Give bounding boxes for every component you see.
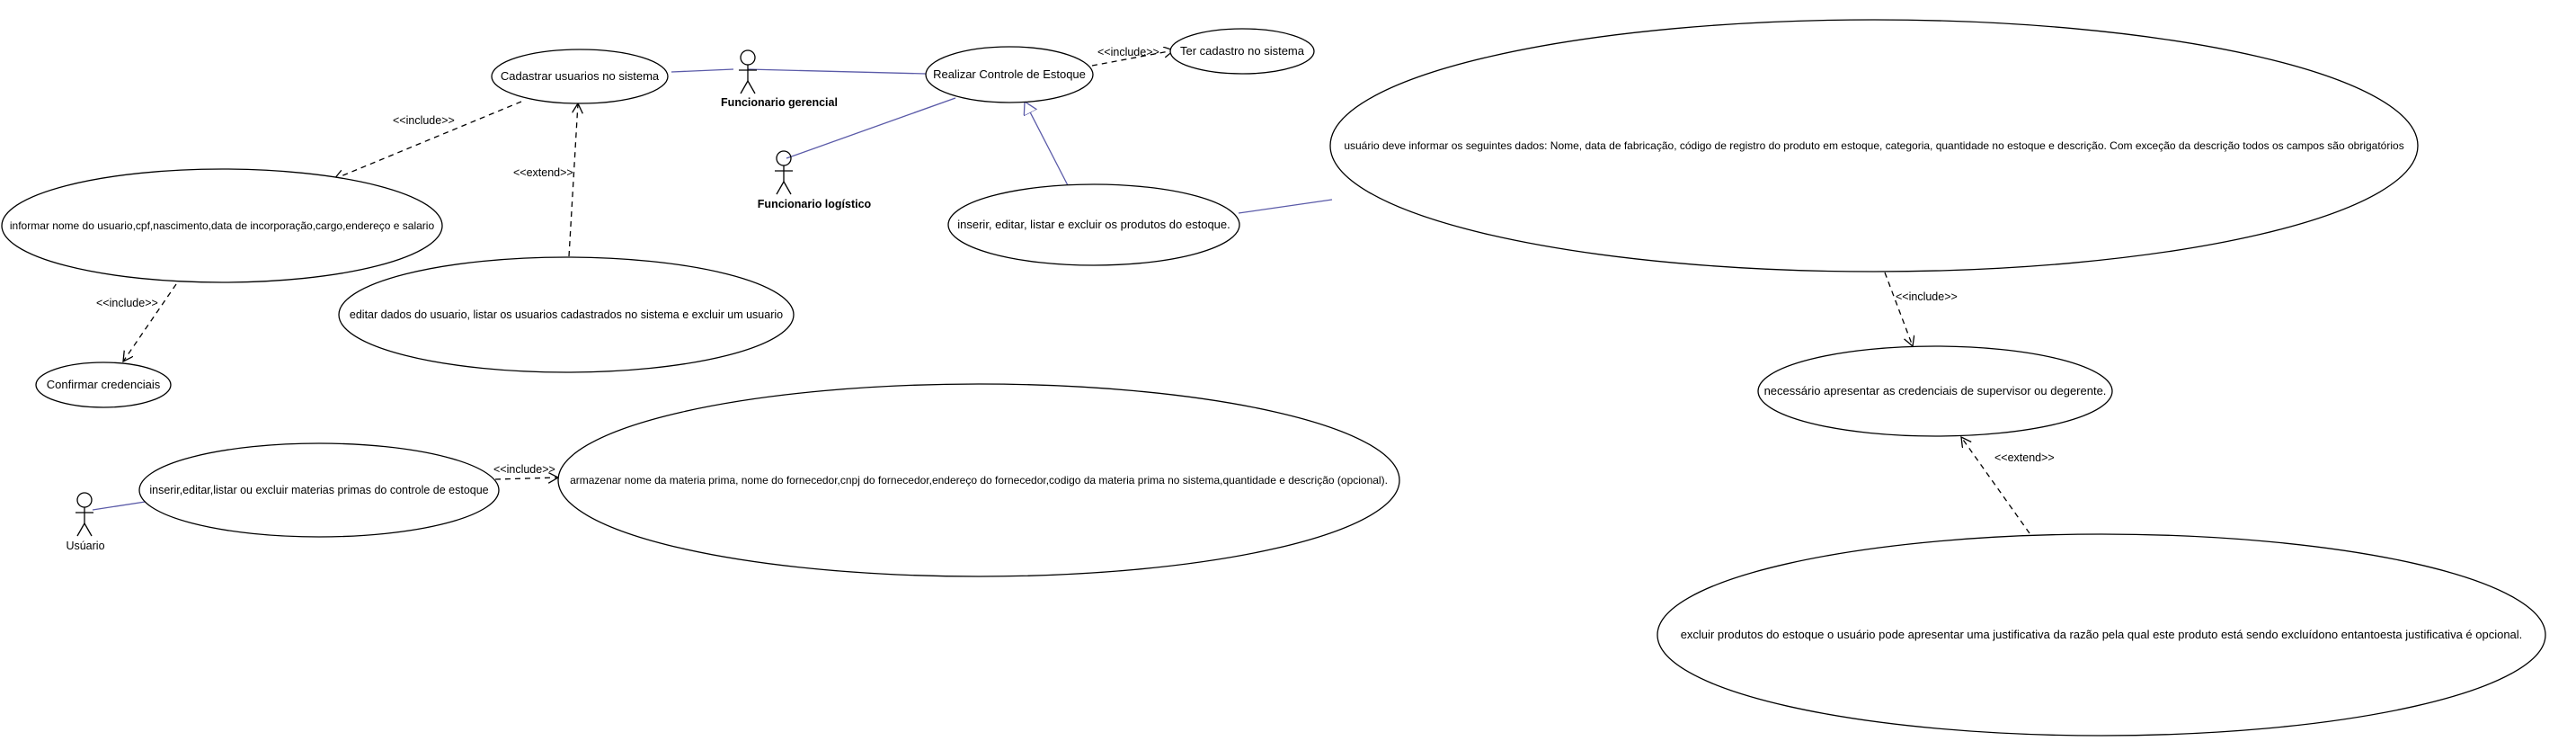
generalization-inserir-controle [1025,102,1070,190]
include-label-3: <<include>> [1097,46,1159,58]
use-case-label: usuário deve informar os seguintes dados… [1344,139,2403,152]
include-controle-ter-cadastro [1091,50,1174,67]
use-case-armazenar-materia[interactable]: armazenar nome da materia prima, nome do… [557,383,1400,577]
use-case-label: inserir, editar, listar e excluir os pro… [957,218,1230,231]
include-label-2: <<include>> [96,297,158,309]
use-case-realizar-controle[interactable]: Realizar Controle de Estoque [925,46,1094,103]
include-cadastrar-informar [334,101,522,179]
use-case-label: inserir,editar,listar ou excluir materia… [149,484,488,496]
use-case-label: Cadastrar usuarios no sistema [501,69,660,83]
use-case-confirmar-credenciais[interactable]: Confirmar credenciais [35,362,172,408]
use-case-label: necessário apresentar as credenciais de … [1764,384,2107,397]
actor-funcionario-gerencial[interactable]: Funcionario gerencial [721,49,838,109]
extend-label-1: <<extend>> [513,166,573,179]
include-label-1: <<include>> [393,114,455,127]
use-case-label: Ter cadastro no sistema [1180,44,1305,58]
actor-usuario[interactable]: Usúario [66,492,105,552]
use-case-editar-dados[interactable]: editar dados do usuario, listar os usuar… [338,256,795,373]
use-case-inserir-produtos[interactable]: inserir, editar, listar e excluir os pro… [947,183,1240,266]
association-inserir-informar [1238,199,1333,214]
association-gerencial-cadastrar [671,68,734,73]
use-case-label: excluir produtos do estoque o usuário po… [1681,628,2523,641]
association-gerencial-controle [747,68,927,75]
stick-figure-icon [739,49,757,94]
use-case-label: armazenar nome da materia prima, nome do… [570,474,1388,487]
association-logistico-controle [786,97,956,159]
association-usuario-materias [92,500,152,511]
actor-funcionario-logistico[interactable]: Funcionario logístico [758,150,872,210]
use-case-label: editar dados do usuario, listar os usuar… [350,308,783,321]
use-case-informar-nome[interactable]: informar nome do usuario,cpf,nascimento,… [1,168,443,283]
extend-label-2: <<extend>> [1994,451,2055,464]
use-case-label: Realizar Controle de Estoque [933,67,1086,81]
use-case-label: informar nome do usuario,cpf,nascimento,… [10,219,435,232]
use-case-cadastrar-usuarios[interactable]: Cadastrar usuarios no sistema [491,49,669,104]
use-case-excluir-produtos[interactable]: excluir produtos do estoque o usuário po… [1657,533,2546,737]
include-informar-necessario [1884,272,1913,346]
actor-label: Usúario [66,540,104,552]
use-case-label: Confirmar credenciais [47,378,161,391]
include-label-4: <<include>> [1896,290,1958,303]
include-informar-confirmar [123,283,177,362]
use-case-ter-cadastro[interactable]: Ter cadastro no sistema [1169,28,1315,75]
use-case-usuario-deve-informar[interactable]: usuário deve informar os seguintes dados… [1329,19,2419,272]
stick-figure-icon [775,150,793,195]
actor-label: Funcionario logístico [758,198,872,210]
include-materias-armazenar [494,478,558,479]
stick-figure-icon [76,492,93,537]
use-case-inserir-materias[interactable]: inserir,editar,listar ou excluir materia… [138,442,500,538]
include-label-5: <<include>> [493,463,555,476]
actor-label: Funcionario gerencial [721,96,838,109]
use-case-necessario-credenciais[interactable]: necessário apresentar as credenciais de … [1757,345,2113,437]
extend-editar-cadastrar [568,103,578,257]
